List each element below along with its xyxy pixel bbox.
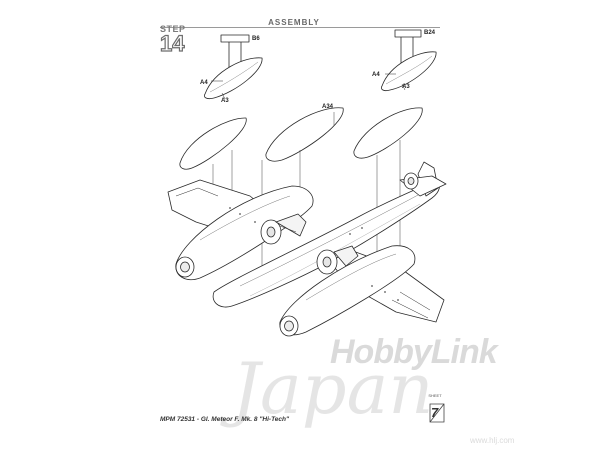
part-label-a4-left: A4	[200, 80, 208, 86]
nose-gear	[403, 172, 419, 190]
part-label-a3-left: A3	[221, 98, 229, 104]
part-label-a3-right: A3	[402, 84, 410, 90]
part-label-a4-right: A4	[372, 72, 380, 78]
panel-detail	[229, 207, 399, 301]
kit-caption: MPM 72531 - Gl. Meteor F. Mk. 8 "Hi-Tech…	[160, 416, 290, 423]
part-label-a34: A34	[322, 104, 334, 110]
sheet-label: SHEET	[428, 393, 442, 398]
sheet-number: 7	[431, 405, 439, 420]
step-label: STEP	[160, 24, 186, 34]
aircraft-fuselage	[212, 179, 440, 308]
detail-tank-b6	[204, 34, 263, 100]
engine-nacelle-left	[175, 185, 314, 281]
main-gear-right	[316, 245, 359, 275]
step-number: 14	[159, 31, 185, 56]
watermark-url: www.hlj.com	[470, 436, 515, 445]
watermark-brand: HobbyLink	[330, 333, 498, 371]
detail-tank-b24	[381, 29, 437, 92]
drop-tank-right	[353, 107, 423, 159]
main-gear-left	[260, 213, 307, 245]
header-rule	[160, 27, 440, 28]
part-label-b24: B24	[424, 30, 436, 36]
section-title: ASSEMBLY	[245, 18, 343, 27]
engine-nacelle-right	[279, 245, 416, 336]
sheet-corner-icon	[429, 403, 445, 423]
drop-tank-left	[179, 117, 247, 170]
drop-tank-center	[265, 107, 344, 162]
watermark-japan: Japan	[232, 348, 434, 430]
part-label-b6: B6	[252, 36, 260, 42]
